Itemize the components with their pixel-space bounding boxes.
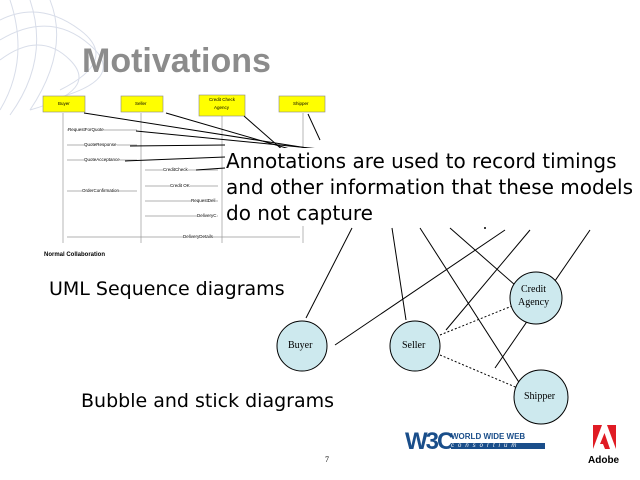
message-label: QuoteResponse [84,142,117,148]
message-label: DeliveryC [197,213,217,219]
message-label: RequestForQuote [68,127,104,133]
message-label: CreditCheck [163,167,188,173]
bubble-credit-label: Agency [518,297,550,308]
annotation-line: and other information that these models [226,175,633,199]
message-label: DeliveryDetails [183,234,214,240]
message-label: OrderConfirmation [82,188,120,194]
message-label: QuoteAcceptance [84,157,120,163]
participant-label: Shipper [293,101,309,106]
bubble-credit-label: Credit [521,284,546,295]
annotation-text: Annotations are used to record timings a… [226,148,633,226]
sequence-caption: Normal Collaboration [44,252,106,258]
page-number: 7 [325,455,329,464]
message-label: Credit OK [170,183,190,189]
w3c-line1: WORLD WIDE WEB [451,432,526,441]
participant-buyer [42,95,86,113]
participant-seller [120,95,164,113]
message-label: RequestDeli [191,198,216,204]
participant-label: Credit Check [209,97,236,102]
w3c-mark: W3C [405,428,454,455]
annotation-line: Annotations are used to record timings [226,149,617,173]
adobe-mark-icon [593,425,616,449]
slide-title: Motivations [82,42,271,80]
participant-label: Buyer [58,101,70,106]
bubble-shipper-label: Shipper [524,391,556,402]
bubble-buyer-label: Buyer [288,340,313,351]
participant-label: Seller [135,101,147,106]
bubble-seller-label: Seller [402,340,426,351]
bubble-shipper [513,369,569,425]
w3c-logo: W3C WORLD WIDE WEB consortium [405,428,545,456]
annotation-line: do not capture [226,201,373,225]
w3c-line2: consortium [451,443,545,449]
participant-credit [198,94,246,117]
bubble-label: Bubble and stick diagrams [81,390,335,412]
adobe-logo: Adobe [588,423,624,466]
dotted-links [439,305,521,390]
bubble-buyer [276,320,328,372]
bubble-seller [389,320,441,372]
uml-label: UML Sequence diagrams [49,278,285,300]
participant-shipper [278,95,326,113]
adobe-wordmark: Adobe [588,455,620,466]
participant-label: Agency [214,105,230,110]
bubble-credit-agency [509,271,563,325]
background-swirl [0,0,104,116]
annotation-arrows [83,112,591,388]
